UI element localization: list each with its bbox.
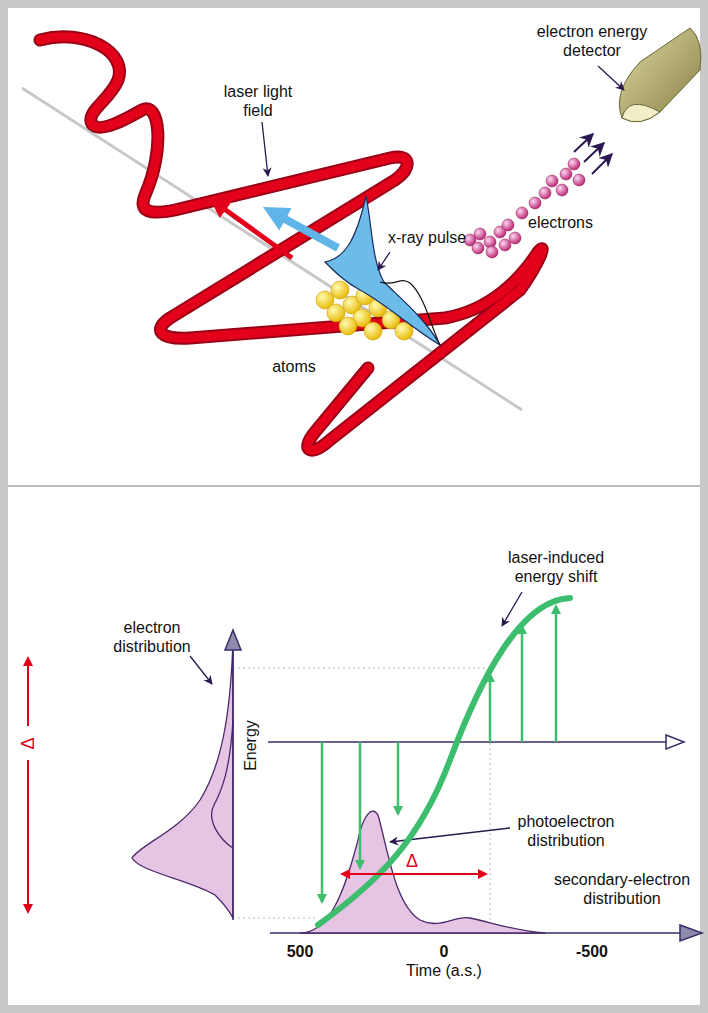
frame bbox=[8, 8, 700, 1005]
shift-arrows bbox=[397, 742, 400, 814]
shift-arrows bbox=[359, 742, 362, 868]
leader-lines bbox=[378, 252, 390, 270]
electron-cloud bbox=[573, 174, 585, 186]
leader-lines bbox=[262, 122, 268, 176]
electron-arrows bbox=[584, 143, 604, 162]
x-ray-pulse bbox=[380, 281, 440, 345]
pulse-label: x-ray pulse bbox=[388, 228, 466, 247]
secondary-label: secondary-electron distribution bbox=[542, 870, 702, 908]
leader-lines bbox=[502, 592, 522, 626]
delta-arrows bbox=[28, 658, 486, 912]
atom-cluster bbox=[331, 281, 349, 299]
leader-lines bbox=[190, 656, 212, 684]
electron-cloud bbox=[529, 197, 541, 209]
energy-shift-curve bbox=[318, 598, 570, 925]
shift-arrows bbox=[321, 742, 324, 902]
delta-arrows bbox=[342, 873, 486, 875]
axes bbox=[666, 735, 684, 749]
axes bbox=[268, 741, 668, 743]
electron-cloud bbox=[546, 175, 558, 187]
electron-cloud bbox=[474, 228, 486, 240]
electron-distribution bbox=[132, 640, 233, 918]
detector bbox=[619, 28, 701, 122]
electron-cloud bbox=[539, 187, 551, 199]
electron-cloud bbox=[499, 239, 511, 251]
delta-arrows bbox=[27, 760, 29, 912]
axes bbox=[225, 630, 241, 650]
tick-label: -500 bbox=[576, 942, 608, 961]
electron-cloud bbox=[560, 168, 572, 180]
electron-cloud bbox=[486, 246, 498, 258]
electron-distribution bbox=[132, 640, 233, 918]
axis-title: Time (a.s.) bbox=[406, 961, 482, 980]
atom-cluster bbox=[364, 322, 382, 340]
axes bbox=[225, 630, 702, 941]
leader-lines bbox=[190, 66, 624, 842]
electron-distribution bbox=[212, 720, 233, 848]
photoelectron-peak bbox=[300, 811, 545, 933]
electron-cloud bbox=[509, 232, 521, 244]
laser-ribbon bbox=[40, 37, 542, 450]
guide-lines bbox=[233, 918, 318, 919]
delta-arrows bbox=[27, 658, 29, 726]
shift-arrows bbox=[555, 606, 558, 742]
distribution-label: electron distribution bbox=[97, 618, 207, 656]
guide-lines bbox=[490, 668, 491, 933]
laser-ribbon bbox=[40, 37, 542, 450]
energy-shift-label: laser-induced energy shift bbox=[497, 548, 615, 586]
frame bbox=[8, 8, 700, 1005]
detector bbox=[622, 104, 660, 122]
atoms-label: atoms bbox=[272, 357, 316, 376]
electron-arrows bbox=[574, 134, 612, 174]
photoelectron-label: photoelectron distribution bbox=[507, 812, 625, 850]
electron-arrows bbox=[592, 154, 612, 174]
electron-cloud bbox=[464, 158, 585, 258]
axes bbox=[232, 648, 234, 920]
axis-label: Energy bbox=[240, 720, 259, 771]
photoelectron-peak bbox=[300, 811, 545, 933]
shift-arrows bbox=[322, 606, 556, 902]
atom-cluster bbox=[339, 317, 357, 335]
shift-arrows bbox=[489, 674, 492, 742]
x-ray-pulse bbox=[325, 196, 440, 345]
leader-lines bbox=[598, 66, 624, 90]
polarization-arrow bbox=[216, 203, 292, 258]
electron-cloud bbox=[472, 242, 484, 254]
tick-label: 0 bbox=[440, 942, 449, 961]
laser-label: laser light field bbox=[212, 82, 304, 120]
electron-cloud bbox=[502, 219, 514, 231]
x-ray-pulse bbox=[325, 196, 440, 345]
laser-ribbon bbox=[40, 37, 542, 450]
frame bbox=[8, 485, 700, 487]
electron-arrows bbox=[574, 134, 593, 152]
detector bbox=[619, 28, 701, 122]
delta-symbol: Δ bbox=[19, 735, 38, 751]
tick-label: 500 bbox=[287, 942, 314, 961]
electron-cloud bbox=[568, 158, 580, 170]
detector-label: electron energy detector bbox=[527, 22, 657, 60]
propagation-arrow bbox=[272, 212, 338, 248]
electron-cloud bbox=[516, 207, 528, 219]
axes bbox=[680, 925, 702, 941]
delta-symbol: Δ bbox=[406, 852, 418, 871]
electron-cloud bbox=[556, 184, 568, 196]
guide-lines bbox=[233, 668, 490, 669]
shift-arrows bbox=[521, 626, 524, 742]
electrons-label: electrons bbox=[528, 213, 593, 232]
